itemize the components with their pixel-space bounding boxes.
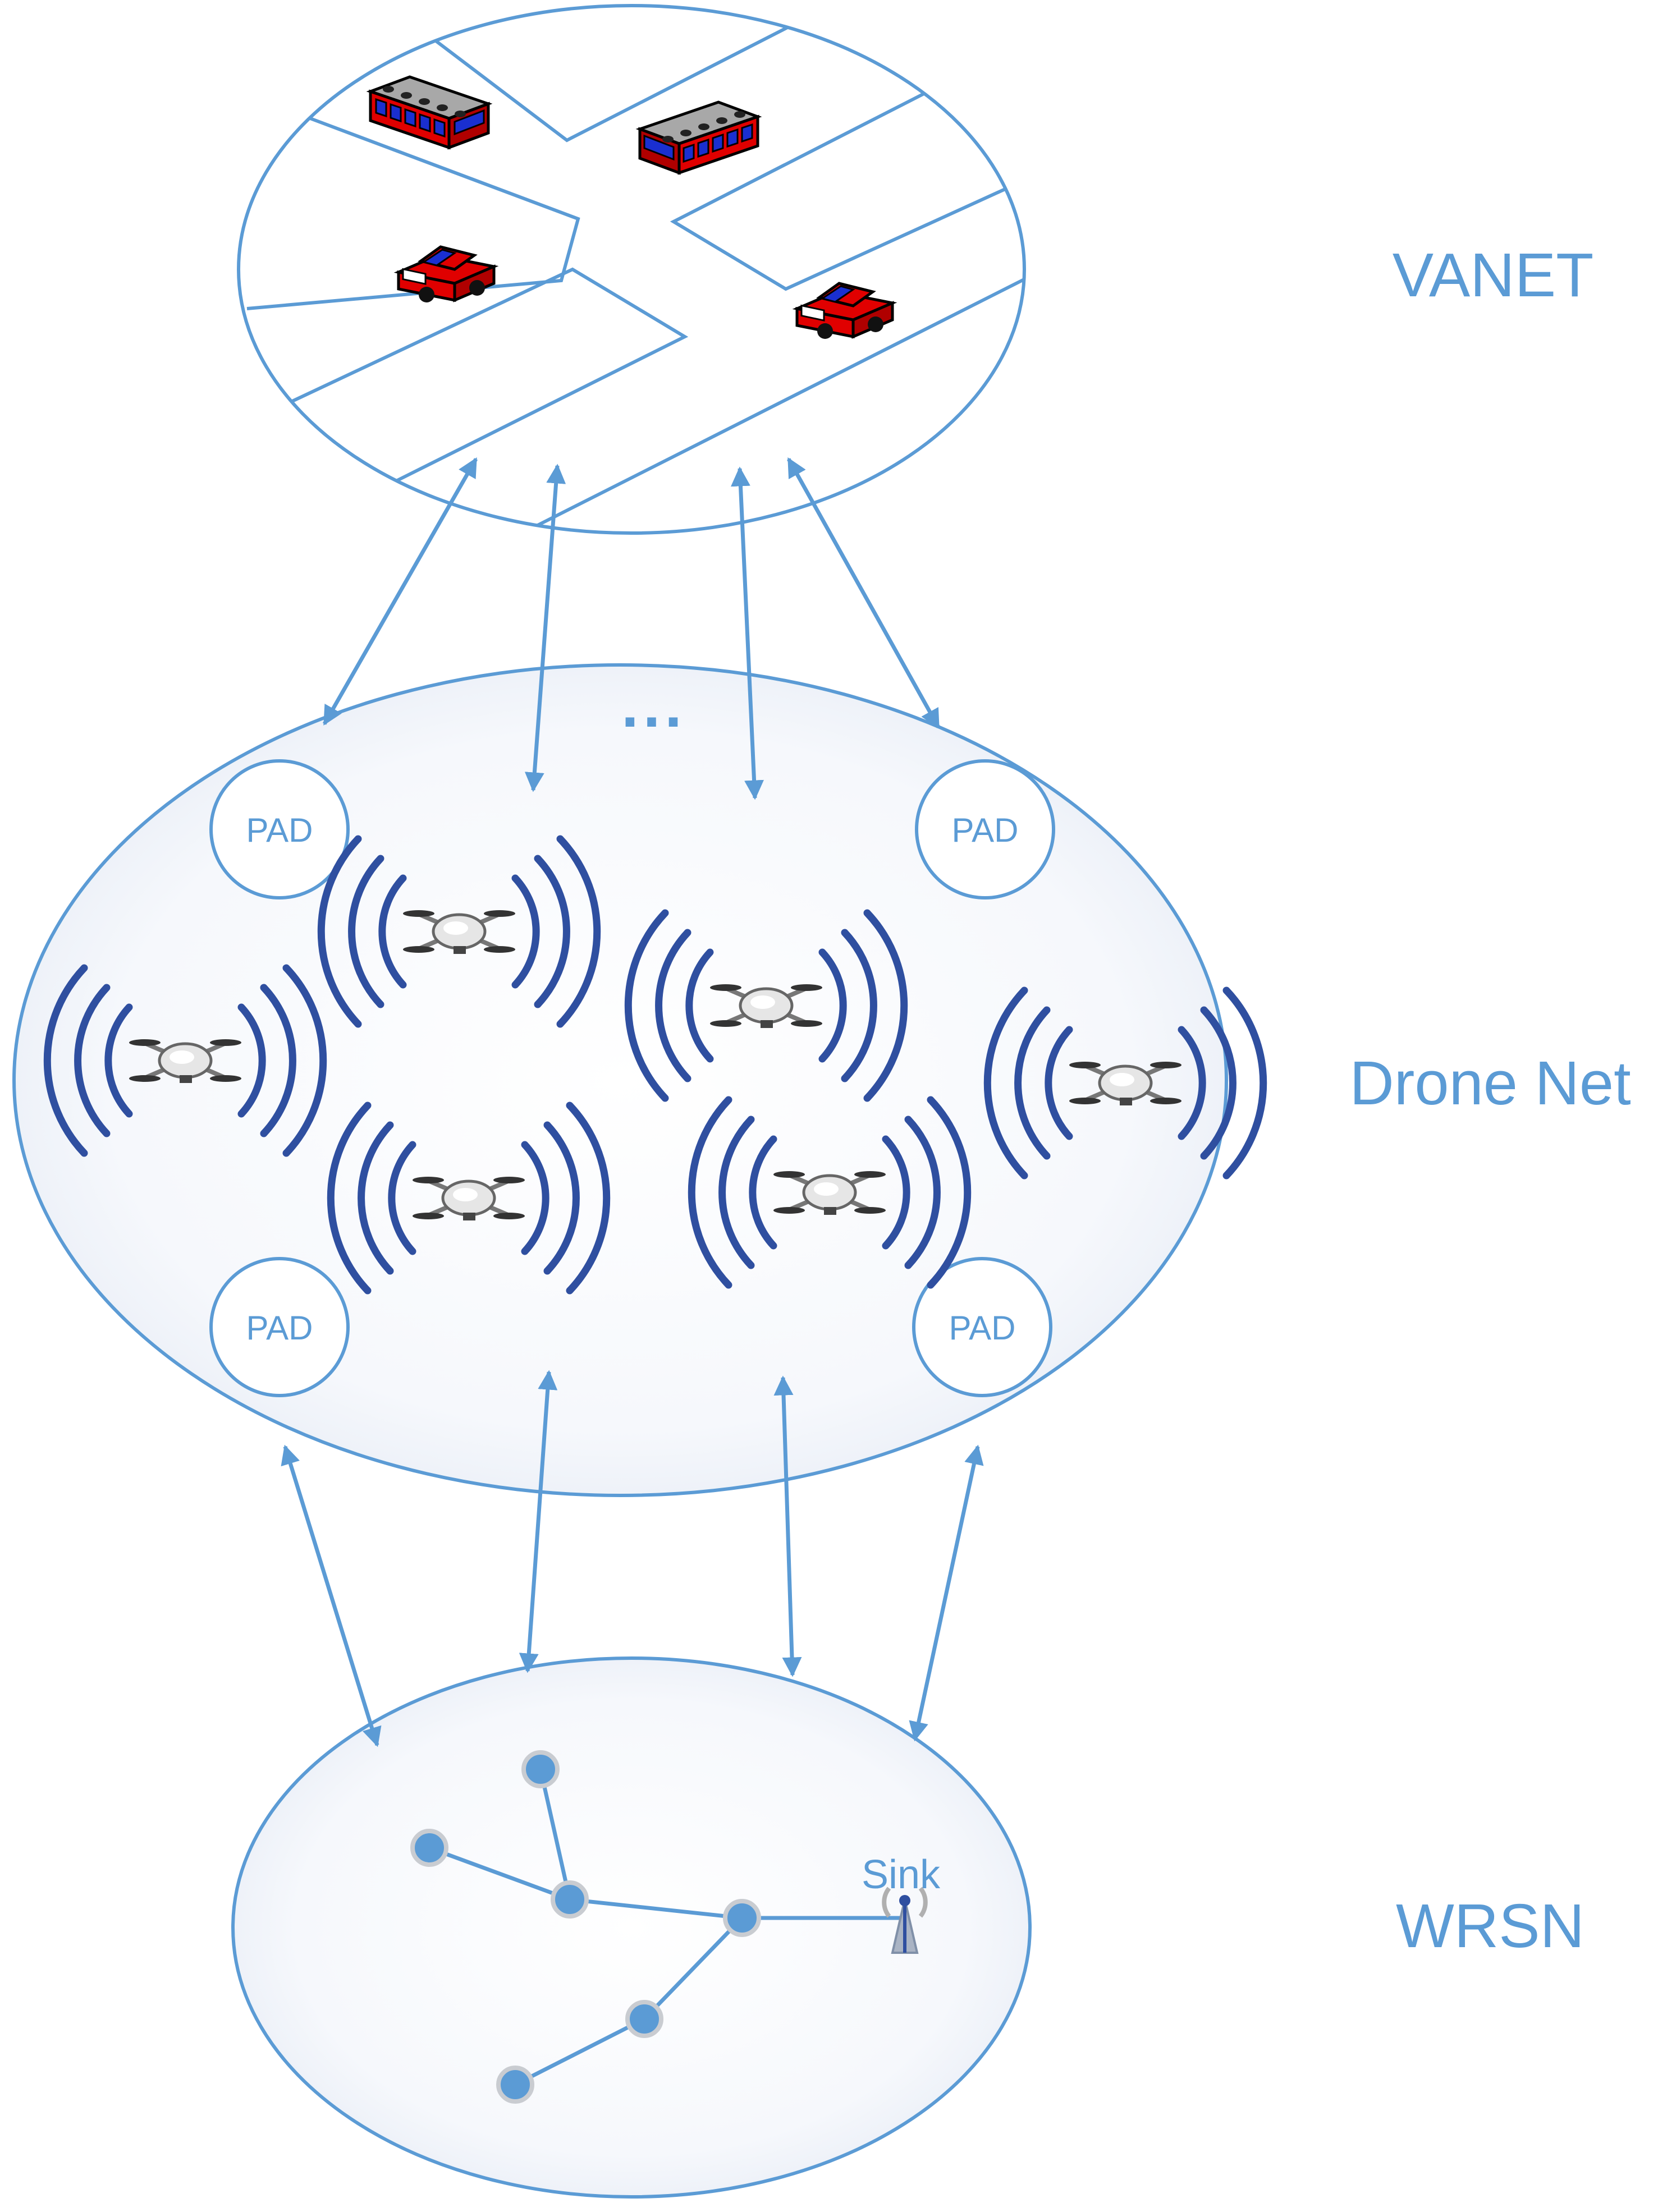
- ellipsis-dots: ...: [621, 671, 686, 740]
- road-lines: [246, 15, 1024, 529]
- wrsn-ellipse: [231, 1656, 1032, 2199]
- pad-label: PAD: [246, 811, 313, 849]
- vanet-label: VANET: [1393, 241, 1594, 310]
- pad-circle: [209, 759, 350, 900]
- pad-circle: [912, 1257, 1052, 1397]
- pad-label: PAD: [952, 811, 1019, 849]
- vanet-drone-arrows: [322, 457, 941, 800]
- wrsn-label: WRSN: [1396, 1892, 1584, 1961]
- sensor-node: [551, 1880, 589, 1919]
- vanet-ellipse: [237, 4, 1026, 535]
- sensor-node: [723, 1899, 761, 1937]
- pad-stations: PAD PAD PAD PAD: [209, 759, 1055, 1397]
- sensor-node: [625, 2000, 663, 2038]
- pad-label: PAD: [949, 1309, 1016, 1347]
- sink-label: Sink: [862, 1852, 941, 1897]
- sensor-node: [496, 2066, 534, 2104]
- pad-circle: [915, 759, 1055, 900]
- wrsn-links: [428, 1769, 904, 2087]
- drone-wrsn-arrows: [281, 1370, 984, 1747]
- drone-net-label: Drone Net: [1349, 1049, 1631, 1118]
- pad-circle: [209, 1257, 350, 1397]
- drone-net-ellipse: [12, 663, 1228, 1497]
- wrsn-nodes: [410, 1750, 761, 2104]
- sensor-node: [410, 1829, 448, 1867]
- pad-label: PAD: [246, 1309, 313, 1347]
- sensor-node: [521, 1750, 560, 1788]
